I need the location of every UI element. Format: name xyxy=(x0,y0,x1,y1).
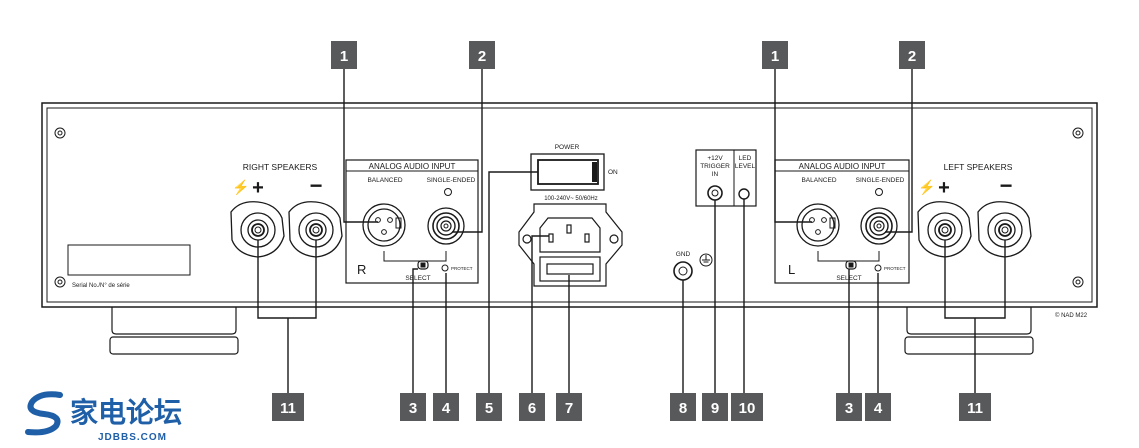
right-select-label: SELECT xyxy=(405,275,430,282)
ground-symbol-icon xyxy=(699,253,713,267)
svg-text:2: 2 xyxy=(478,48,486,65)
right-speakers-label: RIGHT SPEAKERS xyxy=(243,162,318,172)
left-xlr-connector xyxy=(796,203,840,247)
svg-text:4: 4 xyxy=(442,400,451,417)
power-label: POWER xyxy=(555,144,580,151)
voltage-label: 100-240V~ 50/60Hz xyxy=(544,196,598,202)
left-rca-connector xyxy=(860,207,898,245)
left-single-ended-label: SINGLE-ENDED xyxy=(856,177,905,184)
callout-2-right: 2 xyxy=(469,41,495,69)
callout-2-left: 2 xyxy=(899,41,925,69)
swirl-logo-icon xyxy=(25,391,63,436)
left-channel-label: L xyxy=(788,262,795,277)
svg-text:5: 5 xyxy=(485,400,493,417)
right-protect-label: PROTECT xyxy=(451,266,473,271)
left-select-switch xyxy=(845,260,857,270)
right-led-icon xyxy=(444,188,452,196)
callout-3-right: 3 xyxy=(400,393,426,421)
right-plus-sign: + xyxy=(252,177,264,199)
left-protect-led-icon xyxy=(874,264,882,272)
callout-1-left: 1 xyxy=(762,41,788,69)
screw-icon xyxy=(54,127,1084,288)
svg-text:10: 10 xyxy=(739,400,756,417)
left-balanced-label: BALANCED xyxy=(801,177,836,184)
left-speakers-label: LEFT SPEAKERS xyxy=(944,162,1013,172)
callout-1-right: 1 xyxy=(331,41,357,69)
svg-text:1: 1 xyxy=(340,48,348,65)
callout-5: 5 xyxy=(476,393,502,421)
svg-text:1: 1 xyxy=(771,48,779,65)
trigger-line1: +12V xyxy=(707,155,723,162)
led-level-line2: LEVEL xyxy=(735,163,756,170)
serial-label: Serial No./N° de série xyxy=(72,283,130,289)
left-analog-input-label: ANALOG AUDIO INPUT xyxy=(799,162,886,171)
trigger-jack xyxy=(707,185,723,201)
trigger-led-box xyxy=(695,149,757,207)
trigger-line2: TRIGGER xyxy=(700,163,730,170)
svg-text:11: 11 xyxy=(967,400,983,417)
svg-text:3: 3 xyxy=(409,400,417,417)
left-led-icon xyxy=(875,188,883,196)
gnd-terminal xyxy=(673,261,693,281)
callout-3-left: 3 xyxy=(836,393,862,421)
led-level-line1: LED xyxy=(739,155,752,162)
right-foot xyxy=(904,307,1034,355)
callout-4-left: 4 xyxy=(865,393,891,421)
ac-inlet xyxy=(518,203,623,287)
callout-11-left: 11 xyxy=(959,393,991,421)
lightning-icon: ⚡ xyxy=(918,179,935,196)
watermark-brand: 家电论坛 xyxy=(70,396,182,429)
watermark-logo: 家电论坛 JDBBS.COM xyxy=(25,391,182,443)
svg-text:4: 4 xyxy=(874,400,883,417)
right-speaker-terminal-pos xyxy=(230,201,285,258)
gnd-label: GND xyxy=(676,251,691,258)
copyright-label: © NAD M22 xyxy=(1055,312,1088,319)
callout-10: 10 xyxy=(731,393,763,421)
callout-6: 6 xyxy=(519,393,545,421)
lightning-icon: ⚡ xyxy=(232,179,249,196)
trigger-line3: IN xyxy=(712,171,719,178)
svg-text:8: 8 xyxy=(679,400,687,417)
left-minus-sign: − xyxy=(1000,173,1013,198)
svg-text:2: 2 xyxy=(908,48,916,65)
left-protect-label: PROTECT xyxy=(884,266,906,271)
led-level-knob xyxy=(738,188,750,200)
right-select-switch xyxy=(417,260,429,270)
leader-lines xyxy=(257,69,1006,393)
left-foot xyxy=(109,307,239,355)
callout-4-right: 4 xyxy=(433,393,459,421)
callout-9: 9 xyxy=(702,393,728,421)
serial-plate xyxy=(67,244,191,276)
power-on-label: ON xyxy=(608,169,618,176)
right-minus-sign: − xyxy=(310,173,323,198)
callout-11-right: 11 xyxy=(272,393,304,421)
right-analog-input-label: ANALOG AUDIO INPUT xyxy=(369,162,456,171)
right-xlr-connector xyxy=(362,203,406,247)
svg-text:3: 3 xyxy=(845,400,853,417)
power-switch-rocker xyxy=(537,159,599,185)
svg-text:7: 7 xyxy=(565,400,573,417)
svg-text:9: 9 xyxy=(711,400,719,417)
right-balanced-label: BALANCED xyxy=(367,177,402,184)
watermark-url: JDBBS.COM xyxy=(98,432,167,443)
svg-text:11: 11 xyxy=(280,400,296,417)
right-single-ended-label: SINGLE-ENDED xyxy=(427,177,476,184)
callout-8: 8 xyxy=(670,393,696,421)
right-protect-led-icon xyxy=(441,264,449,272)
right-rca-connector xyxy=(427,207,465,245)
svg-text:6: 6 xyxy=(528,400,536,417)
right-channel-label: R xyxy=(357,262,366,277)
callout-7: 7 xyxy=(556,393,582,421)
chassis-inner xyxy=(46,107,1093,303)
left-plus-sign: + xyxy=(938,177,950,199)
